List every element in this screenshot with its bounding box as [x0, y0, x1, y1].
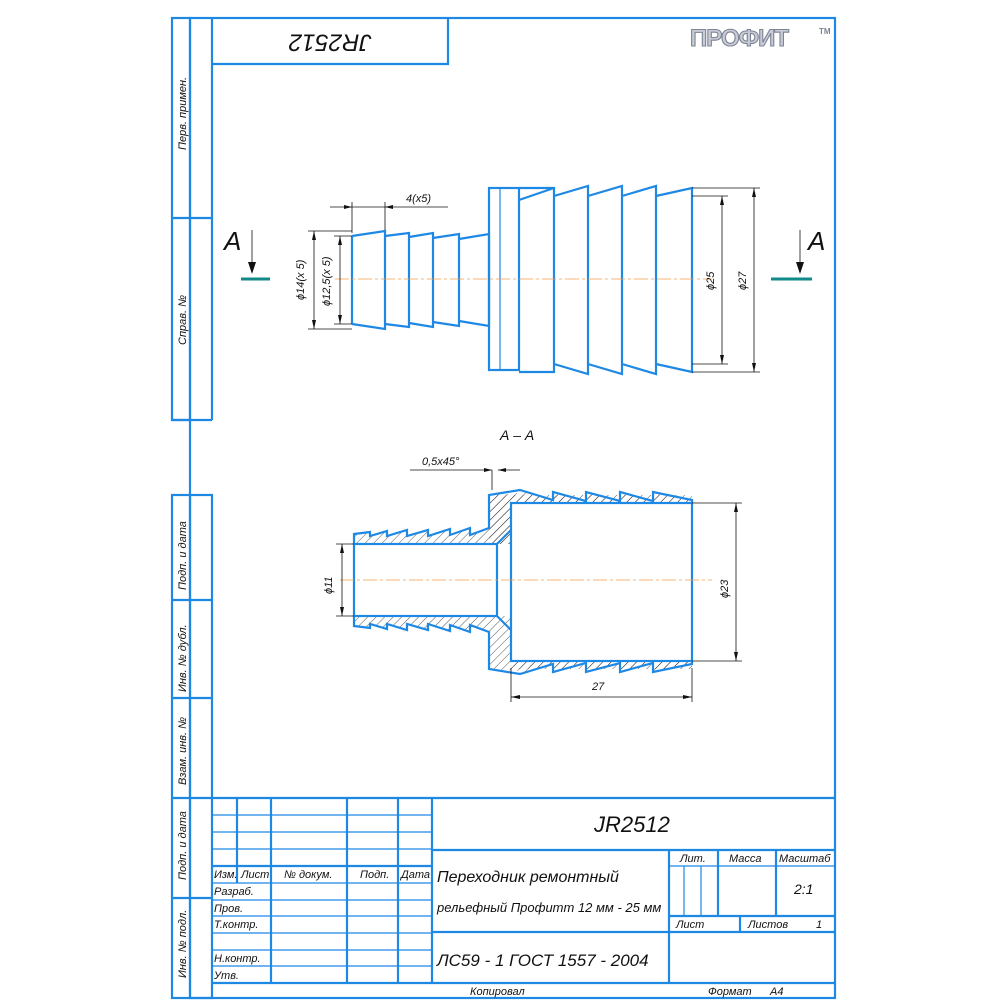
label-perv-primen: Перв. примен.: [177, 77, 189, 150]
row-tkontr: Т.контр.: [214, 919, 258, 931]
brand-tm: TM: [819, 27, 831, 36]
title-block: Изм. Лист № докум. Подп. Дата Разраб. Пр…: [212, 796, 835, 985]
label-sheet: Лист: [675, 919, 704, 931]
dim-pitch-text: 4(x5): [406, 193, 431, 205]
label-inv-no-podl: Инв. № подл.: [177, 910, 189, 978]
dim-pitch: 4(x5): [330, 193, 448, 233]
main-view: А А 4(x5) ϕ14(x 5): [222, 184, 825, 376]
dim-d27: ϕ27: [692, 187, 760, 373]
dim-length: 27: [510, 668, 693, 702]
section-view: А – А 0,5x45°: [323, 427, 742, 702]
side-column-labels: Перв. примен. Справ. № Подп. и дата Инв.…: [177, 77, 189, 978]
title-name-line2: рельефный Профитт 12 мм - 25 мм: [436, 900, 661, 915]
corner-stamp: JR2512: [212, 18, 450, 66]
dim-d23: ϕ23: [692, 502, 742, 662]
section-letter-left: А: [222, 226, 241, 256]
dim-d11: ϕ11: [323, 543, 354, 617]
footer-format-label: Формат: [708, 986, 752, 998]
col-dokum: № докум.: [284, 869, 332, 881]
label-inv-no-dubl: Инв. № дубл.: [177, 624, 189, 692]
dim-d27-text: ϕ27: [737, 271, 749, 290]
title-name-line1: Переходник ремонтный: [437, 869, 619, 886]
col-data: Дата: [399, 869, 430, 881]
label-masshtab: Масштаб: [779, 853, 831, 865]
brand-logo: ПРОФИТ TM: [689, 24, 831, 52]
brand-logo-text: ПРОФИТ: [690, 25, 789, 52]
row-nkontr: Н.контр.: [214, 953, 261, 965]
dim-d14: ϕ14(x 5): [295, 230, 352, 330]
label-podp-i-data-1: Подп. и дата: [177, 521, 189, 590]
scale-value: 2:1: [793, 881, 813, 897]
col-izm: Изм.: [214, 869, 237, 881]
dim-d25-text: ϕ25: [705, 271, 717, 290]
sheets-value: 1: [816, 919, 822, 931]
footer: Копировал Формат A4: [470, 986, 783, 998]
dim-d25: ϕ25: [692, 195, 728, 365]
footer-copied: Копировал: [470, 986, 525, 998]
sheet-frame: [170, 16, 837, 1000]
row-razrab: Разраб.: [214, 886, 254, 898]
dim-chamfer: 0,5x45°: [410, 456, 520, 490]
dim-d125: ϕ12,5(x 5): [321, 235, 352, 325]
dim-length-text: 27: [591, 681, 605, 693]
title-material: ЛС59 - 1 ГОСТ 1557 - 2004: [436, 951, 649, 970]
dim-d14-text: ϕ14(x 5): [295, 259, 307, 300]
corner-stamp-text: JR2512: [289, 29, 373, 56]
label-podp-i-data-2: Подп. и дата: [177, 811, 189, 880]
footer-format-value: A4: [769, 986, 783, 998]
col-list: Лист: [240, 869, 269, 881]
label-vzam-inv-no: Взам. инв. №: [177, 717, 189, 785]
section-cut-right: А: [771, 226, 825, 281]
label-lit: Лит.: [679, 853, 706, 865]
section-letter-right: А: [806, 226, 825, 256]
section-cut-left: А: [222, 226, 270, 281]
label-sprav-no: Справ. №: [177, 295, 189, 345]
label-massa: Масса: [729, 853, 762, 865]
title-designation: JR2512: [593, 812, 670, 837]
label-sheets: Листов: [747, 919, 788, 931]
dim-d23-text: ϕ23: [719, 579, 731, 598]
row-prov: Пров.: [214, 903, 243, 915]
dim-d11-text: ϕ11: [323, 576, 335, 594]
dim-d125-text: ϕ12,5(x 5): [321, 256, 333, 306]
col-podp: Подп.: [360, 869, 389, 881]
dim-chamfer-text: 0,5x45°: [422, 456, 460, 468]
section-title: А – А: [499, 427, 534, 443]
row-utv: Утв.: [213, 970, 239, 982]
